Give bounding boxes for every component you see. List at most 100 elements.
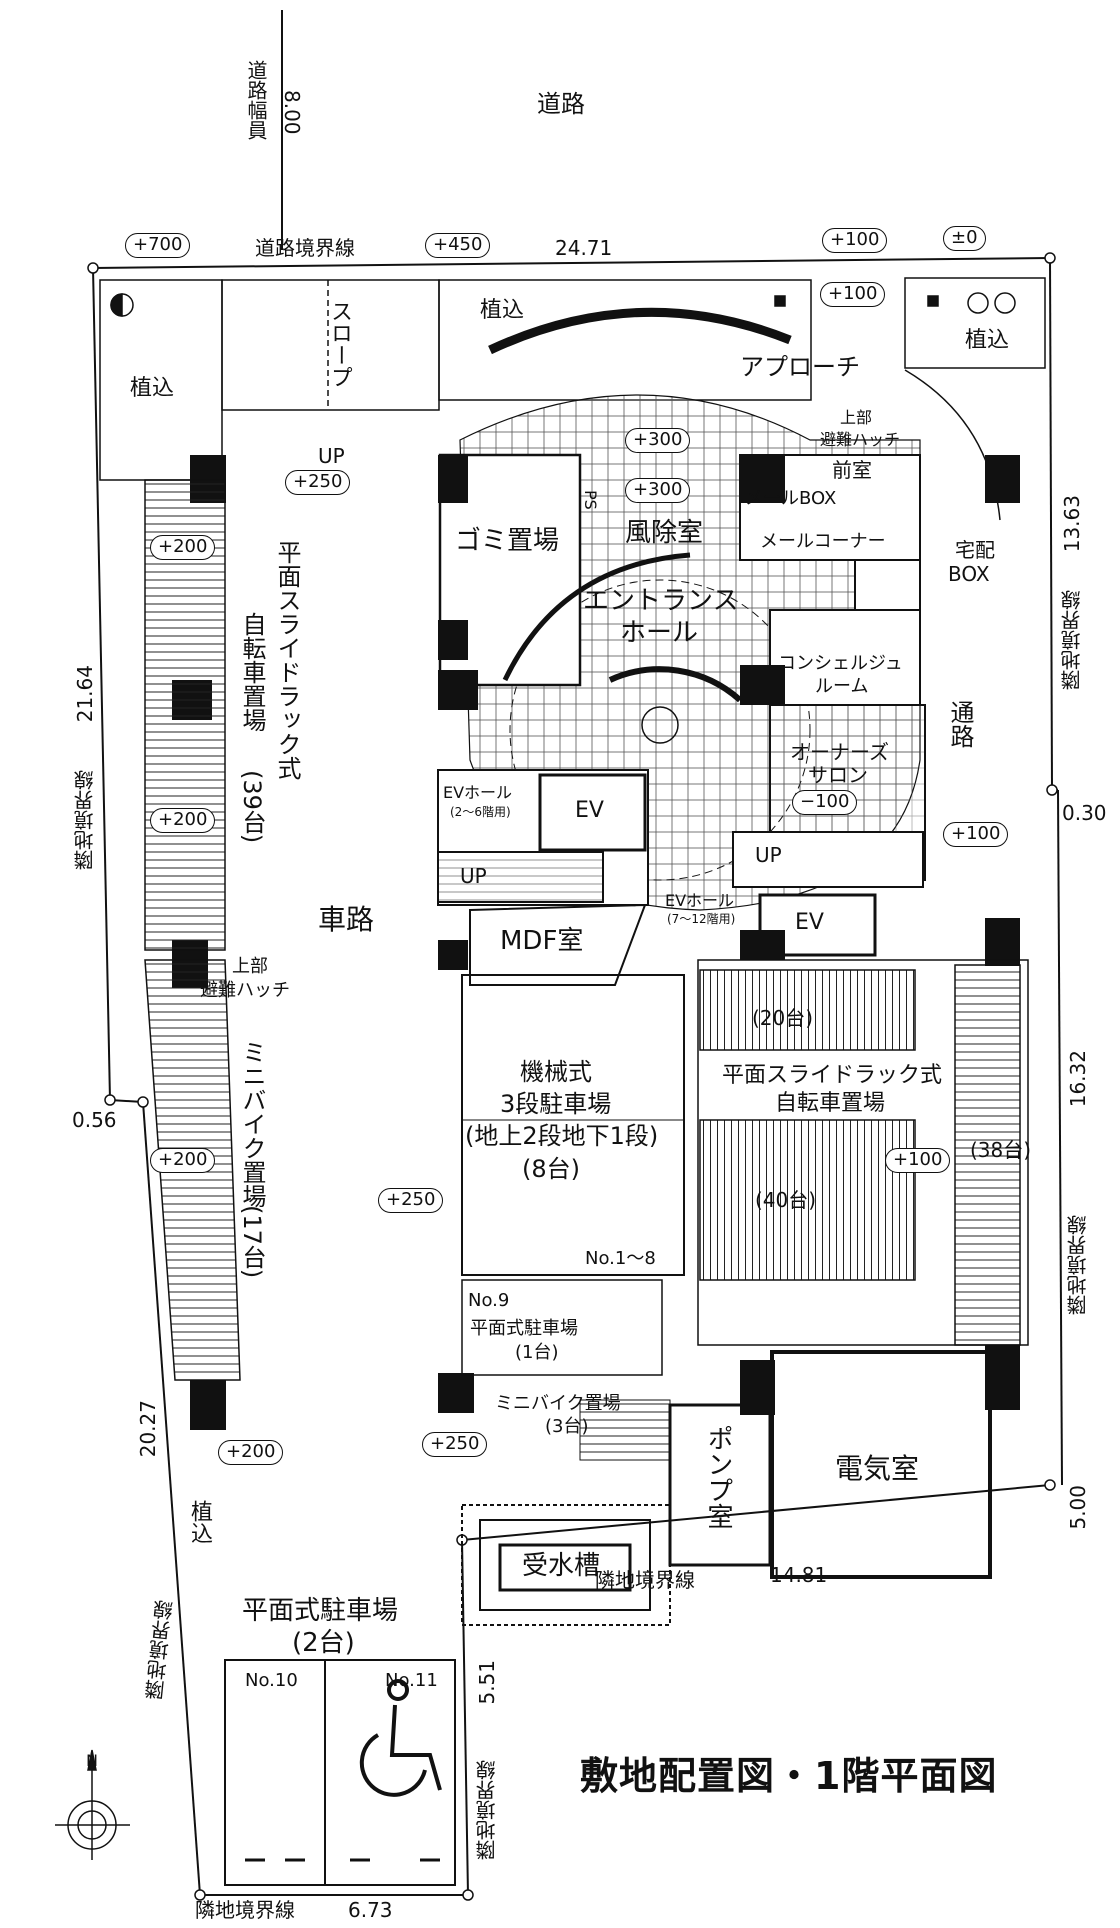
bike-left-3: (39台) [238,770,266,844]
small-minibike [579,1399,671,1461]
planting-right: 植込 [965,328,1010,353]
ev-block [437,769,924,986]
bike-count-20: (20台) [752,1006,814,1030]
approach-label: アプローチ [740,353,860,381]
entrance-hall-1: エントランス [583,586,739,616]
passage-label: 通路 [946,700,974,748]
site-boundary [92,257,1063,1896]
mech-parking-1: 機械式 [520,1058,592,1086]
inner-vertical-length: 5.51 [475,1660,499,1705]
mechanical-parking [461,974,685,1276]
mech-parking-no: No.1〜8 [585,1248,656,1269]
inner-bottom-label: 隣地境界線 [595,1568,695,1592]
minibike-small-1: ミニバイク置場 [495,1393,621,1414]
level-0: ±0 [943,226,986,251]
minibike-left-2: (17台) [238,1205,266,1279]
left-lower-length: 20.27 [136,1400,160,1458]
bike-count-38: (38台) [970,1138,1032,1162]
level-100-top: +100 [822,228,888,253]
pump-room-label: ポンプ室 [703,1425,733,1529]
road-width-value: 8.00 [280,90,304,135]
bike-right-2: 自転車置場 [775,1091,886,1116]
utility-icons [110,292,1016,317]
flat-parking-9-2: (1台) [515,1342,559,1363]
ev-2: EV [795,910,824,935]
planting-left: 植込 [130,376,175,401]
ev-1: EV [575,798,604,823]
no9-label: No.9 [468,1290,510,1311]
inner-vertical-label: 隣地境界線 [475,1760,499,1860]
right-upper-length: 13.63 [1060,495,1084,553]
level-minus-100: −100 [792,790,858,815]
level-200-a: +200 [150,535,216,560]
ev-hall-2-sub: (7〜12階用) [667,912,736,926]
entrance-hall-2: ホール [620,618,699,648]
compass-icon [55,1749,130,1860]
left-jog: 0.56 [72,1108,117,1132]
upper-hatch-top-1: 上部 [840,408,873,427]
compass-n: N [86,1751,98,1770]
mail-corner: メールコーナー [760,531,886,552]
mech-parking-4: (8台) [522,1155,580,1183]
front-room: 前室 [832,458,872,482]
ps-label: PS [581,490,600,510]
level-700: +700 [125,233,191,258]
flat-parking-9-1: 平面式駐車場 [470,1318,578,1339]
minibike-small-2: (3台) [545,1416,589,1437]
windbreak-label: 風除室 [625,518,704,548]
concierge-2: ルーム [815,676,869,697]
mech-parking-3: (地上2段地下1段) [465,1122,659,1150]
road-inner: 車路 [318,903,375,936]
water-tank-box [461,1504,671,1626]
level-200-b: +200 [150,808,216,833]
ev-hall-1: EVホール [443,783,513,802]
delivery-box-2: BOX [948,562,990,586]
bike-left-2: 自転車置場 [238,612,266,732]
no9-parking [461,1279,663,1376]
electric-room-box [770,1350,992,1579]
owners-salon-1: オーナーズ [790,740,889,764]
lobby-wall [502,552,691,682]
right-upper-label: 隣地境界線 [1060,590,1084,690]
bottom-left-label: 隣地境界線 [195,1898,295,1922]
flat-parking-2: (2台) [292,1628,355,1658]
electric-room-label: 電気室 [835,1452,920,1485]
minibike-left-1: ミニバイク置場 [238,1040,266,1208]
planting-lower: 植込 [187,1500,212,1544]
left-boundary-label: 隣地境界線 [73,770,97,870]
right-mid-label: 隣地境界線 [1066,1215,1090,1315]
level-450: +450 [425,233,491,258]
up-1: UP [460,864,487,888]
right-jog: 0.30 [1062,801,1107,825]
bottom-left-length: 6.73 [348,1898,393,1922]
bike-right-1: 平面スライドラック式 [722,1063,943,1088]
right-bike-racks [697,959,1029,1346]
level-100-b: +100 [820,282,886,307]
road-label: 道路 [537,90,585,118]
level-250-up: +250 [285,470,351,495]
level-200-c: +200 [150,1148,216,1173]
level-300-b: +300 [625,478,691,503]
level-250-low: +250 [422,1432,488,1457]
water-tank-label: 受水槽 [522,1551,601,1581]
no11-label: No.11 [385,1670,438,1691]
page-title: 敷地配置図・1階平面図 [580,1754,998,1798]
right-lower-length: 5.00 [1066,1485,1090,1530]
bike-left-1: 平面スライドラック式 [273,540,301,780]
wheelchair-icon [359,1679,442,1797]
garbage-room-label: ゴミ置場 [455,526,560,556]
up-2: UP [755,843,782,867]
up-slope-label: UP [318,444,345,468]
road-boundary-label: 道路境界線 [255,236,355,260]
mech-parking-2: 3段駐車場 [500,1090,612,1118]
owners-salon-2: サロン [808,763,868,787]
no10-label: No.10 [245,1670,298,1691]
road-boundary-length: 24.71 [555,236,613,260]
slope-label: スロープ [327,300,352,388]
bike-count-40: (40台) [755,1188,817,1212]
boundary-markers [87,252,1058,1901]
upper-hatch-left-2: 避難ハッチ [200,980,290,1001]
concierge-1: コンシェルジュ [778,653,903,674]
level-100-path: +100 [943,822,1009,847]
road-width-label: 道路幅員 [244,60,268,140]
